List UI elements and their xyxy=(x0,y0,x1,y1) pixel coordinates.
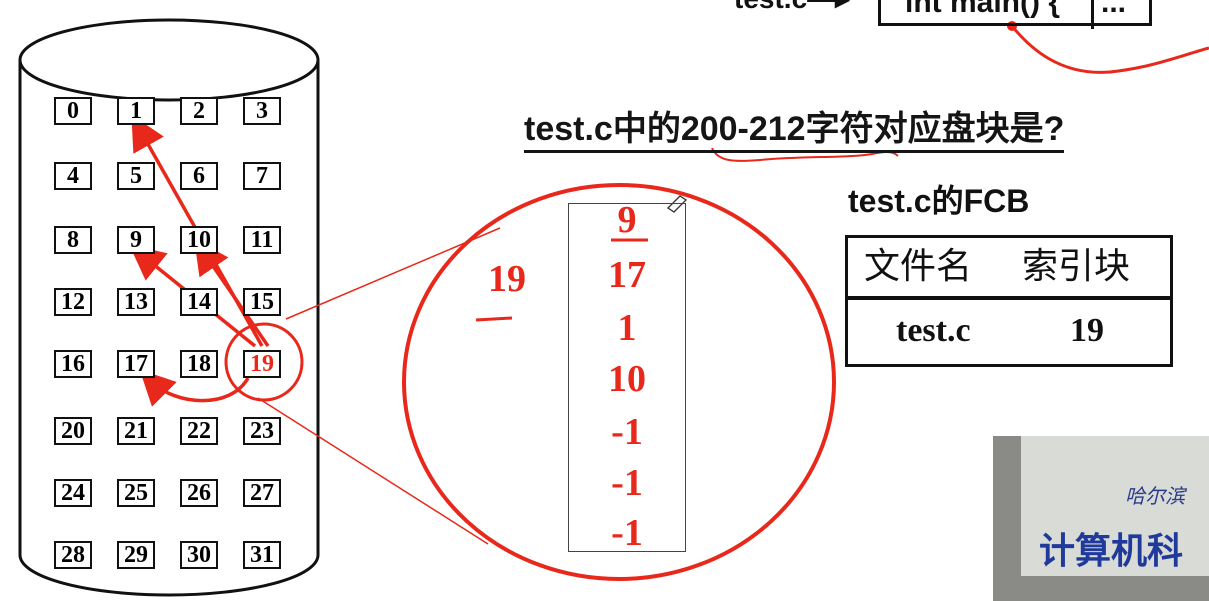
disk-block: 9 xyxy=(117,226,155,254)
disk-block: 6 xyxy=(180,162,218,190)
disk-block: 11 xyxy=(243,226,281,254)
fcb-cell-filename: test.c xyxy=(896,312,971,349)
index-entry: 9 xyxy=(617,199,637,241)
disk-block: 8 xyxy=(54,226,92,254)
top-file-label: test.c—▸ xyxy=(734,0,849,15)
index-entry: -1 xyxy=(611,462,643,504)
top-red-curve xyxy=(1010,25,1209,74)
disk-block: 28 xyxy=(54,541,92,569)
disk-block: 3 xyxy=(243,97,281,125)
fcb-header-filename: 文件名 xyxy=(864,246,973,287)
top-code-dots: ... xyxy=(1101,0,1127,19)
index-entry: -1 xyxy=(611,411,643,453)
disk-block: 24 xyxy=(54,479,92,507)
video-top-text: 哈尔滨 xyxy=(1125,484,1185,508)
disk-block: 30 xyxy=(180,541,218,569)
disk-block: 1 xyxy=(117,97,155,125)
disk-block: 16 xyxy=(54,350,92,378)
fcb-title: test.c的FCB xyxy=(848,183,1030,219)
block-19-circle xyxy=(224,322,304,402)
disk-block: 10 xyxy=(180,226,218,254)
presenter-video-thumbnail: 哈尔滨 计算机科 xyxy=(993,436,1209,601)
disk-block: 26 xyxy=(180,479,218,507)
disk-block: 4 xyxy=(54,162,92,190)
disk-block: 21 xyxy=(117,417,155,445)
disk-block: 15 xyxy=(243,288,281,316)
fcb-header-indexblock: 索引块 xyxy=(1022,246,1131,287)
top-code-text: int main() { xyxy=(905,0,1060,19)
pen-cursor-icon xyxy=(666,195,688,213)
index-entry: 17 xyxy=(608,254,646,296)
disk-block: 31 xyxy=(243,541,281,569)
disk-block: 7 xyxy=(243,162,281,190)
disk-block: 23 xyxy=(243,417,281,445)
disk-block: 27 xyxy=(243,479,281,507)
fcb-cell-indexblock: 19 xyxy=(1070,312,1104,349)
disk-block: 22 xyxy=(180,417,218,445)
zoom-circle xyxy=(402,183,836,581)
disk-block: 14 xyxy=(180,288,218,316)
video-main-text: 计算机科 xyxy=(1039,531,1184,572)
fcb-data-row: test.c 19 xyxy=(848,300,1170,364)
disk-block: 17 xyxy=(117,350,155,378)
video-background-panel xyxy=(1021,436,1209,576)
index-entry: 1 xyxy=(617,307,637,349)
disk-block: 0 xyxy=(54,97,92,125)
disk-block: 25 xyxy=(117,479,155,507)
zoom-line-bottom xyxy=(257,397,489,545)
fcb-header-row: 文件名 索引块 xyxy=(848,238,1170,300)
question-heading: test.c中的200-212字符对应盘块是? xyxy=(524,108,1065,153)
disk-block: 20 xyxy=(54,417,92,445)
disk-block: 18 xyxy=(180,350,218,378)
index-block-number: 19 xyxy=(488,258,526,300)
disk-block: 13 xyxy=(117,288,155,316)
disk-block: 19 xyxy=(243,350,281,378)
index-block-box xyxy=(568,203,686,552)
fcb-table: 文件名 索引块 test.c 19 xyxy=(845,235,1173,367)
disk-cylinder xyxy=(18,18,320,597)
disk-block: 12 xyxy=(54,288,92,316)
disk-block: 2 xyxy=(180,97,218,125)
disk-block: 5 xyxy=(117,162,155,190)
index-entry: 10 xyxy=(608,358,646,400)
index-entry: -1 xyxy=(611,512,643,554)
disk-block: 29 xyxy=(117,541,155,569)
top-code-box: int main() { ... xyxy=(878,0,1152,29)
